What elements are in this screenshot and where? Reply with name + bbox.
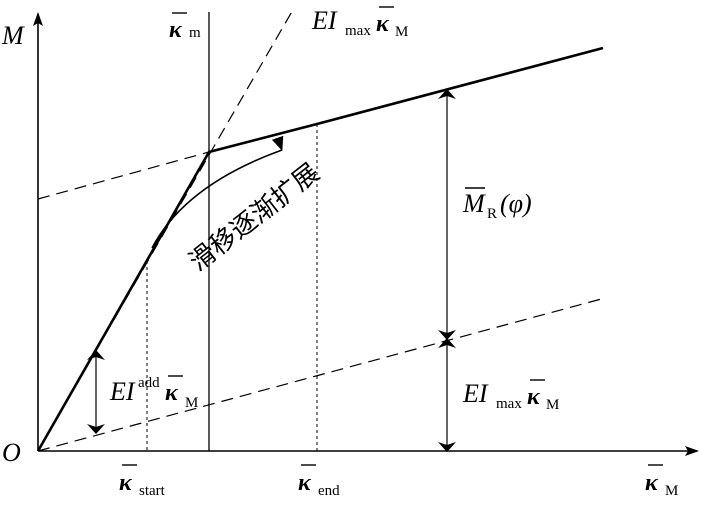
svg-text:κ: κ	[645, 470, 659, 496]
svg-text:R: R	[487, 206, 497, 222]
top-line-label: EI max κ M	[311, 6, 408, 40]
svg-text:end: end	[318, 483, 340, 499]
svg-text:κ: κ	[298, 470, 312, 496]
svg-text:κ: κ	[119, 470, 133, 496]
svg-text:κ: κ	[165, 380, 179, 406]
svg-text:EI: EI	[109, 377, 136, 406]
main-moment-curve	[36, 46, 604, 452]
svg-text:add: add	[138, 375, 160, 391]
dashed-upper-parallel	[37, 151, 210, 200]
svg-text:M: M	[546, 397, 559, 413]
svg-text:(φ): (φ)	[500, 189, 532, 218]
dashed-lower-parallel	[37, 297, 606, 452]
mr-label: M R (φ)	[462, 187, 532, 222]
svg-text:start: start	[139, 483, 166, 499]
svg-text:M: M	[462, 189, 486, 218]
svg-text:M: M	[185, 395, 198, 411]
svg-text:κ: κ	[376, 11, 390, 37]
svg-text:max: max	[496, 396, 522, 412]
svg-text:EI: EI	[462, 379, 489, 408]
kappa-m-label: κ m	[169, 12, 201, 43]
y-axis-label: M	[1, 21, 25, 50]
lower-line-label: EI max κ M	[462, 379, 559, 413]
ei-add-label: EI add κ M	[109, 375, 198, 411]
x-axis-label: κ M	[645, 464, 678, 499]
svg-text:m: m	[189, 25, 201, 41]
svg-text:max: max	[345, 23, 371, 39]
svg-text:EI: EI	[311, 6, 338, 35]
svg-text:M: M	[395, 24, 408, 40]
svg-text:M: M	[665, 483, 678, 499]
svg-text:κ: κ	[169, 17, 183, 43]
slip-arrow	[151, 135, 284, 249]
kappa-start-label: κ start	[119, 464, 166, 499]
slip-annotation: 滑移逐渐扩展	[184, 158, 325, 278]
svg-text:κ: κ	[527, 384, 541, 410]
kappa-end-label: κ end	[298, 464, 340, 499]
origin-label: O	[2, 438, 21, 467]
